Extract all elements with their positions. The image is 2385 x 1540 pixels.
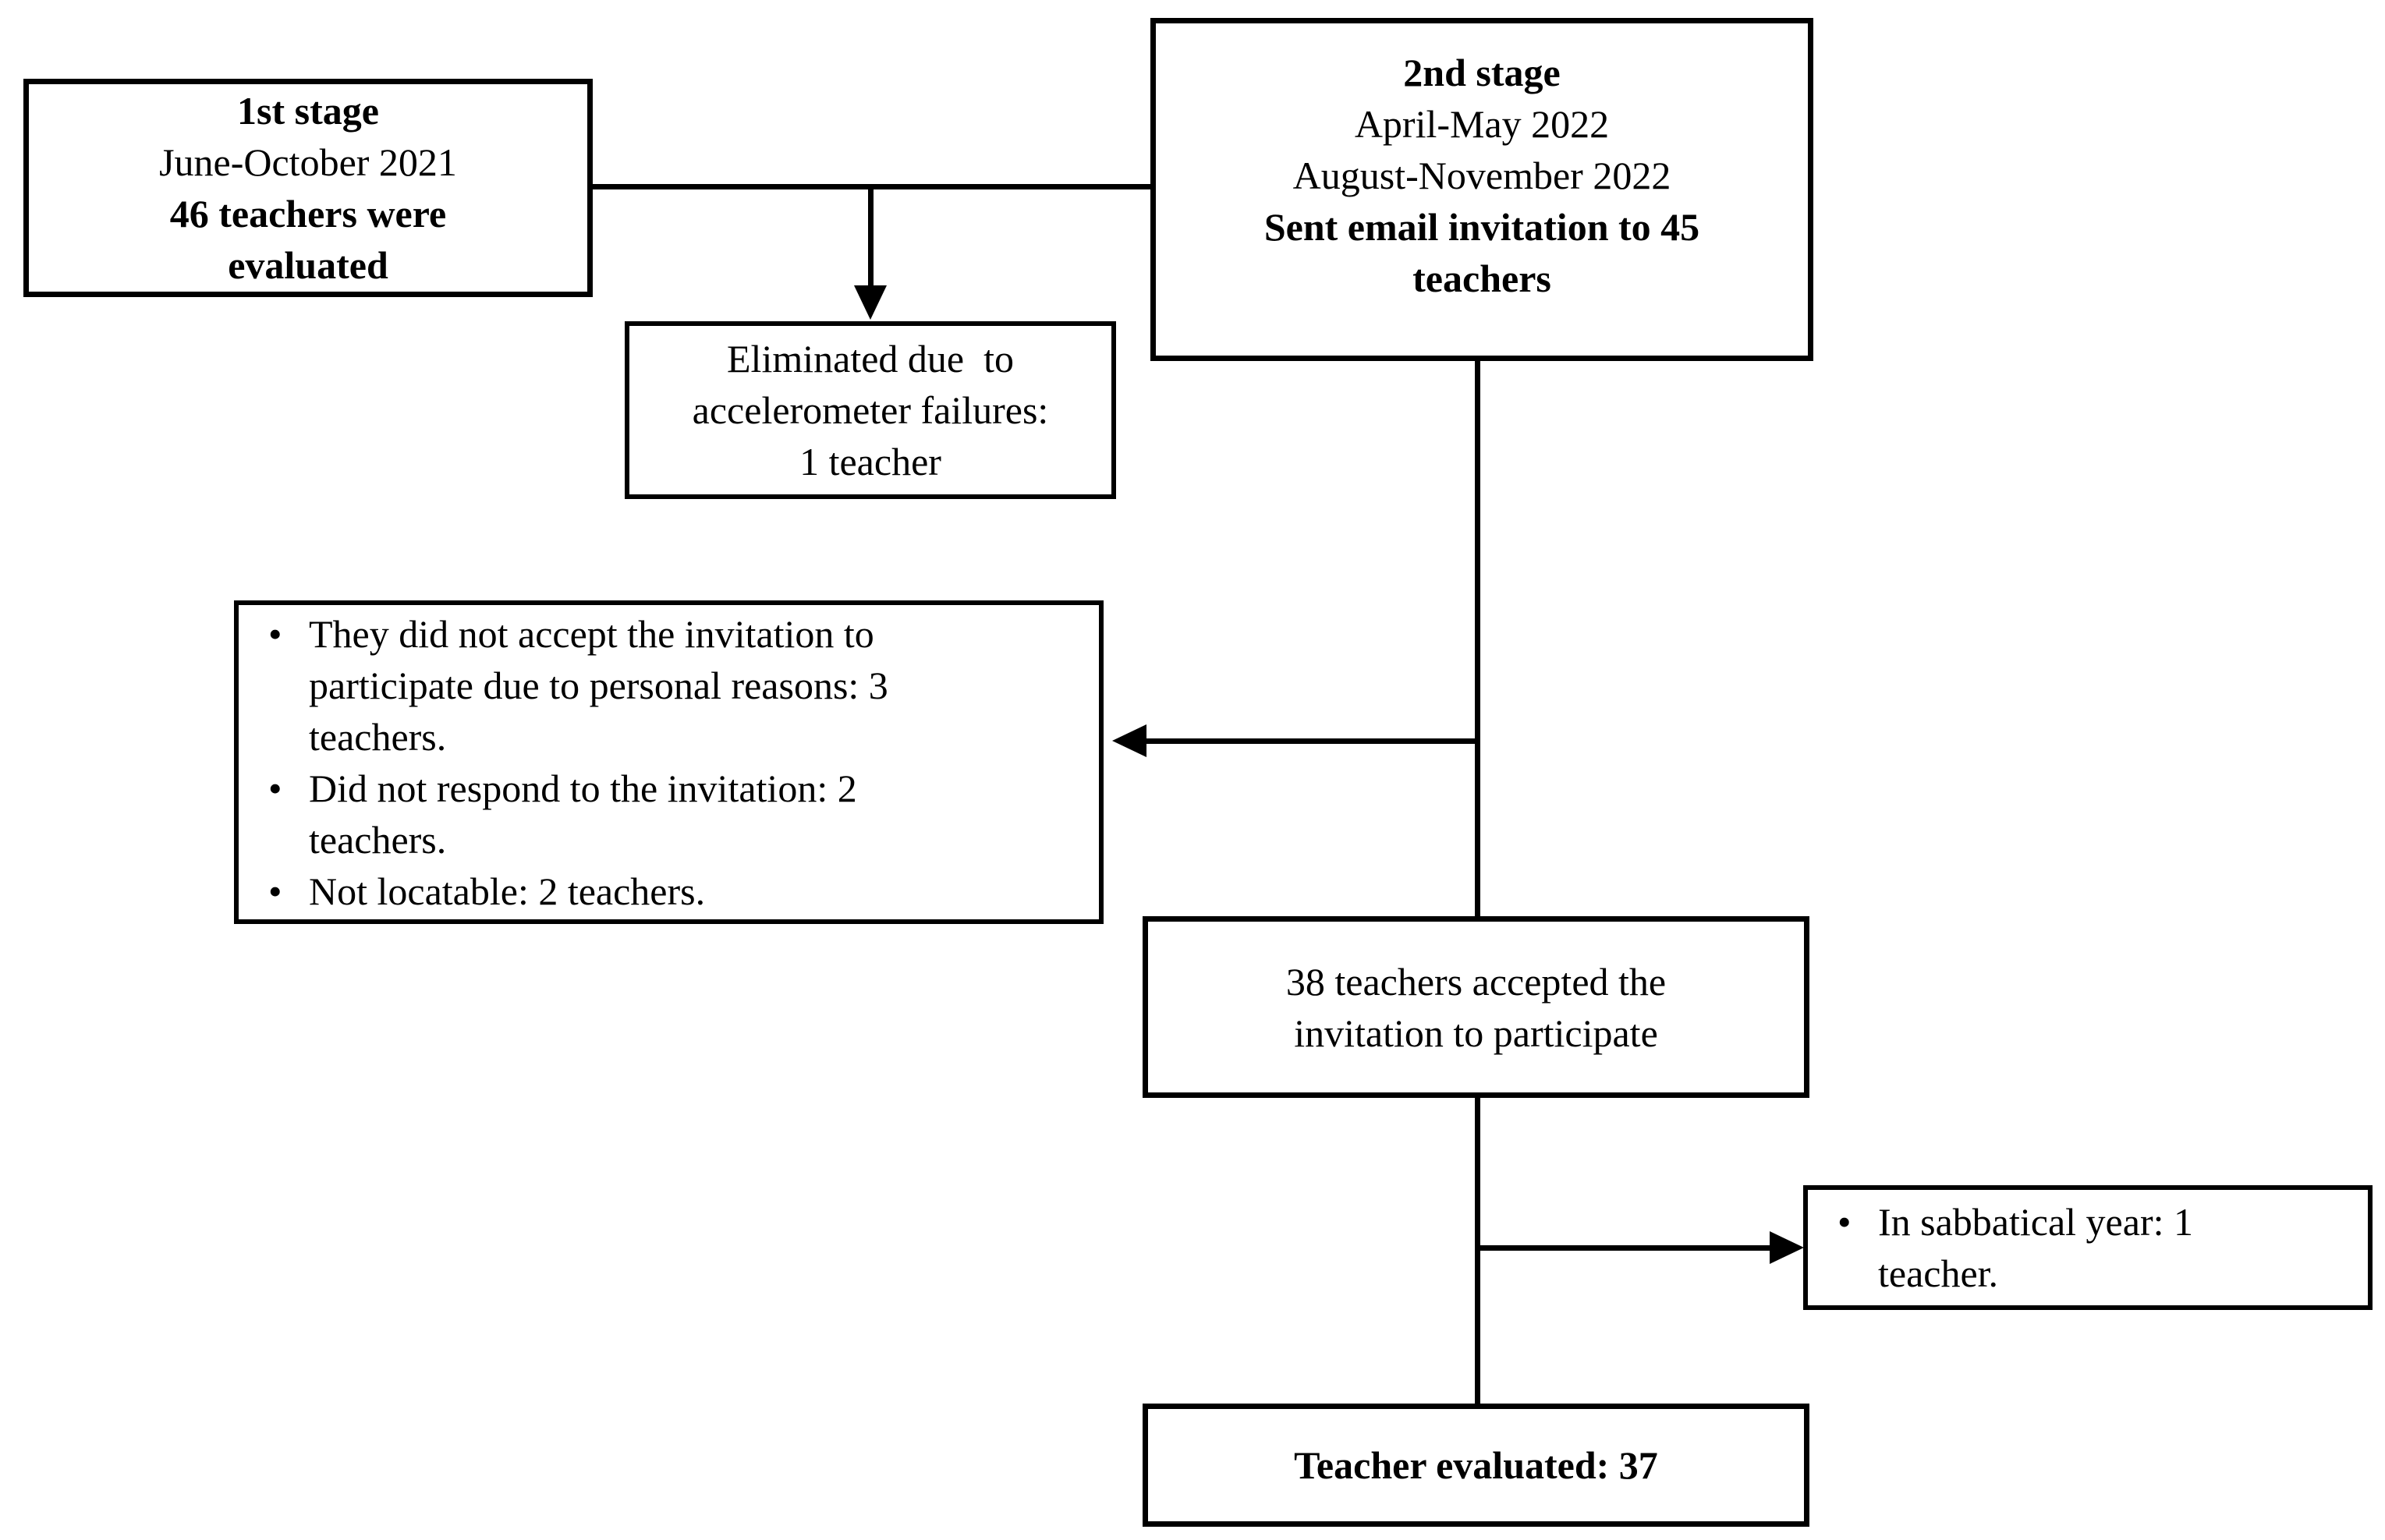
stage2-invitation-line2: teachers <box>1412 257 1551 300</box>
eliminated-line-2: accelerometer failures: <box>692 388 1049 432</box>
exclusion-item-1-line3: teachers. <box>309 714 447 759</box>
stage2-dates-1: April-May 2022 <box>1354 102 1610 146</box>
stage2-dates-2: August-November 2022 <box>1292 154 1671 197</box>
stage2-title: 2nd stage <box>1403 51 1561 94</box>
evaluated-line: Teacher evaluated: 37 <box>1294 1443 1658 1487</box>
exclusion-item-1-line1: They did not accept the invitation to <box>309 611 874 656</box>
connector-to-eliminated <box>868 189 874 287</box>
bullet-marker: • <box>268 766 282 810</box>
accepted-line-1: 38 teachers accepted the <box>1285 959 1667 1004</box>
stage2-box: 2nd stage April-May 2022 August-November… <box>1150 18 1813 361</box>
eliminated-line-1: Eliminated due to <box>727 337 1014 381</box>
connector-to-sabbatical <box>1475 1245 1771 1251</box>
exclusions-box: • They did not accept the invitation to … <box>234 600 1104 924</box>
sabbatical-line1: In sabbatical year: 1 <box>1878 1200 2193 1244</box>
sabbatical-box: • In sabbatical year: 1 teacher. <box>1803 1185 2373 1310</box>
stage2-invitation-line1: Sent email invitation to 45 <box>1263 205 1700 249</box>
arrowhead-left-icon <box>1112 724 1146 757</box>
exclusion-item-1-line2: participate due to personal reasons: 3 <box>309 663 888 707</box>
stage1-box: 1st stage June-October 2021 46 teachers … <box>23 79 593 297</box>
accepted-box: 38 teachers accepted the invitation to p… <box>1143 916 1809 1098</box>
exclusion-item-2-line1: Did not respond to the invitation: 2 <box>309 766 857 810</box>
stage1-title: 1st stage <box>237 89 379 133</box>
bullet-marker: • <box>268 869 282 913</box>
connector-stage2-accepted <box>1475 361 1480 916</box>
exclusion-item-2-line2: teachers. <box>309 817 447 862</box>
connector-to-exclusions <box>1145 738 1475 744</box>
connector-accepted-evaluated <box>1475 1098 1480 1404</box>
evaluated-box: Teacher evaluated: 37 <box>1143 1404 1809 1527</box>
exclusion-item-3-line1: Not locatable: 2 teachers. <box>309 869 706 913</box>
sabbatical-item: • In sabbatical year: 1 teacher. <box>1837 1196 2354 1299</box>
eliminated-box: Eliminated due to accelerometer failures… <box>625 321 1116 499</box>
bullet-marker: • <box>1837 1200 1852 1244</box>
accepted-line-2: invitation to participate <box>1294 1011 1658 1055</box>
stage1-count-line1: 46 teachers were <box>169 192 447 235</box>
stage1-count-line2: evaluated <box>228 243 388 287</box>
sabbatical-line2: teacher. <box>1878 1251 1999 1295</box>
bullet-marker: • <box>268 611 282 656</box>
arrowhead-right-icon <box>1770 1231 1804 1264</box>
exclusion-item-3: • Not locatable: 2 teachers. <box>268 866 1085 917</box>
exclusion-item-1: • They did not accept the invitation to … <box>268 608 1085 763</box>
stage1-dates: June-October 2021 <box>159 140 457 184</box>
arrowhead-down-icon <box>854 285 887 320</box>
connector-stage1-stage2 <box>593 184 1150 189</box>
exclusion-item-2: • Did not respond to the invitation: 2 t… <box>268 763 1085 866</box>
eliminated-line-3: 1 teacher <box>799 440 941 483</box>
